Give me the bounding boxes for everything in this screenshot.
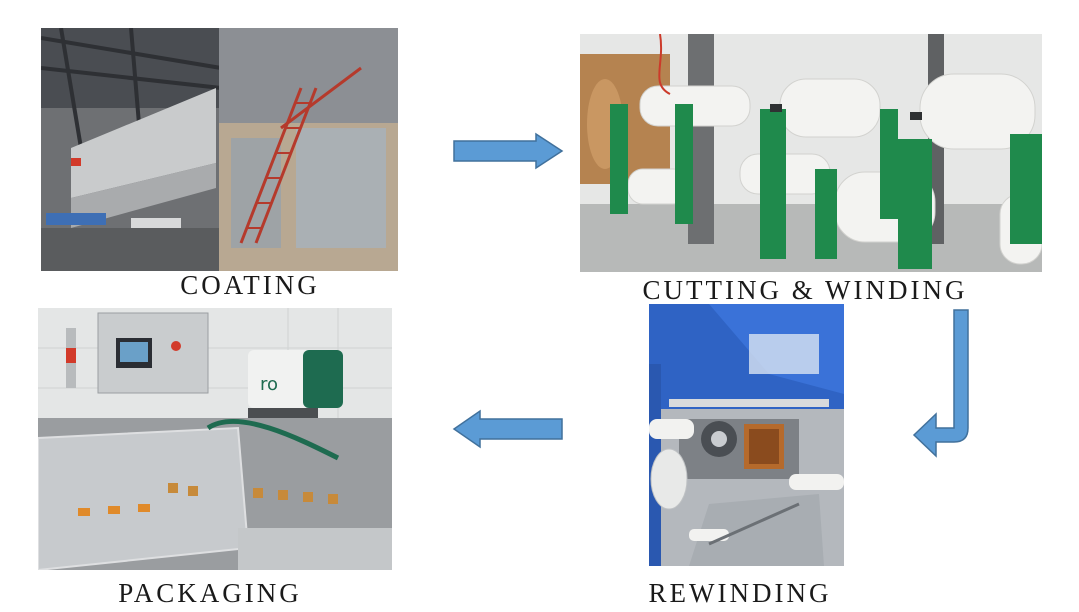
printer-logo-mark: ro — [260, 374, 278, 395]
packaging-label: PACKAGING — [110, 578, 310, 609]
arrow-left — [452, 409, 564, 449]
cutting-winding-photo — [580, 34, 1042, 272]
arrow-right — [452, 132, 564, 170]
coating-label: COATING — [170, 270, 330, 301]
rewinding-label: REWINDING — [640, 578, 840, 609]
coating-photo — [41, 28, 398, 271]
arrow-bent-down-left — [910, 308, 972, 460]
rewinding-photo — [649, 304, 844, 566]
cutting-winding-label: CUTTING & WINDING — [630, 275, 980, 306]
packaging-photo: ro — [38, 308, 392, 570]
